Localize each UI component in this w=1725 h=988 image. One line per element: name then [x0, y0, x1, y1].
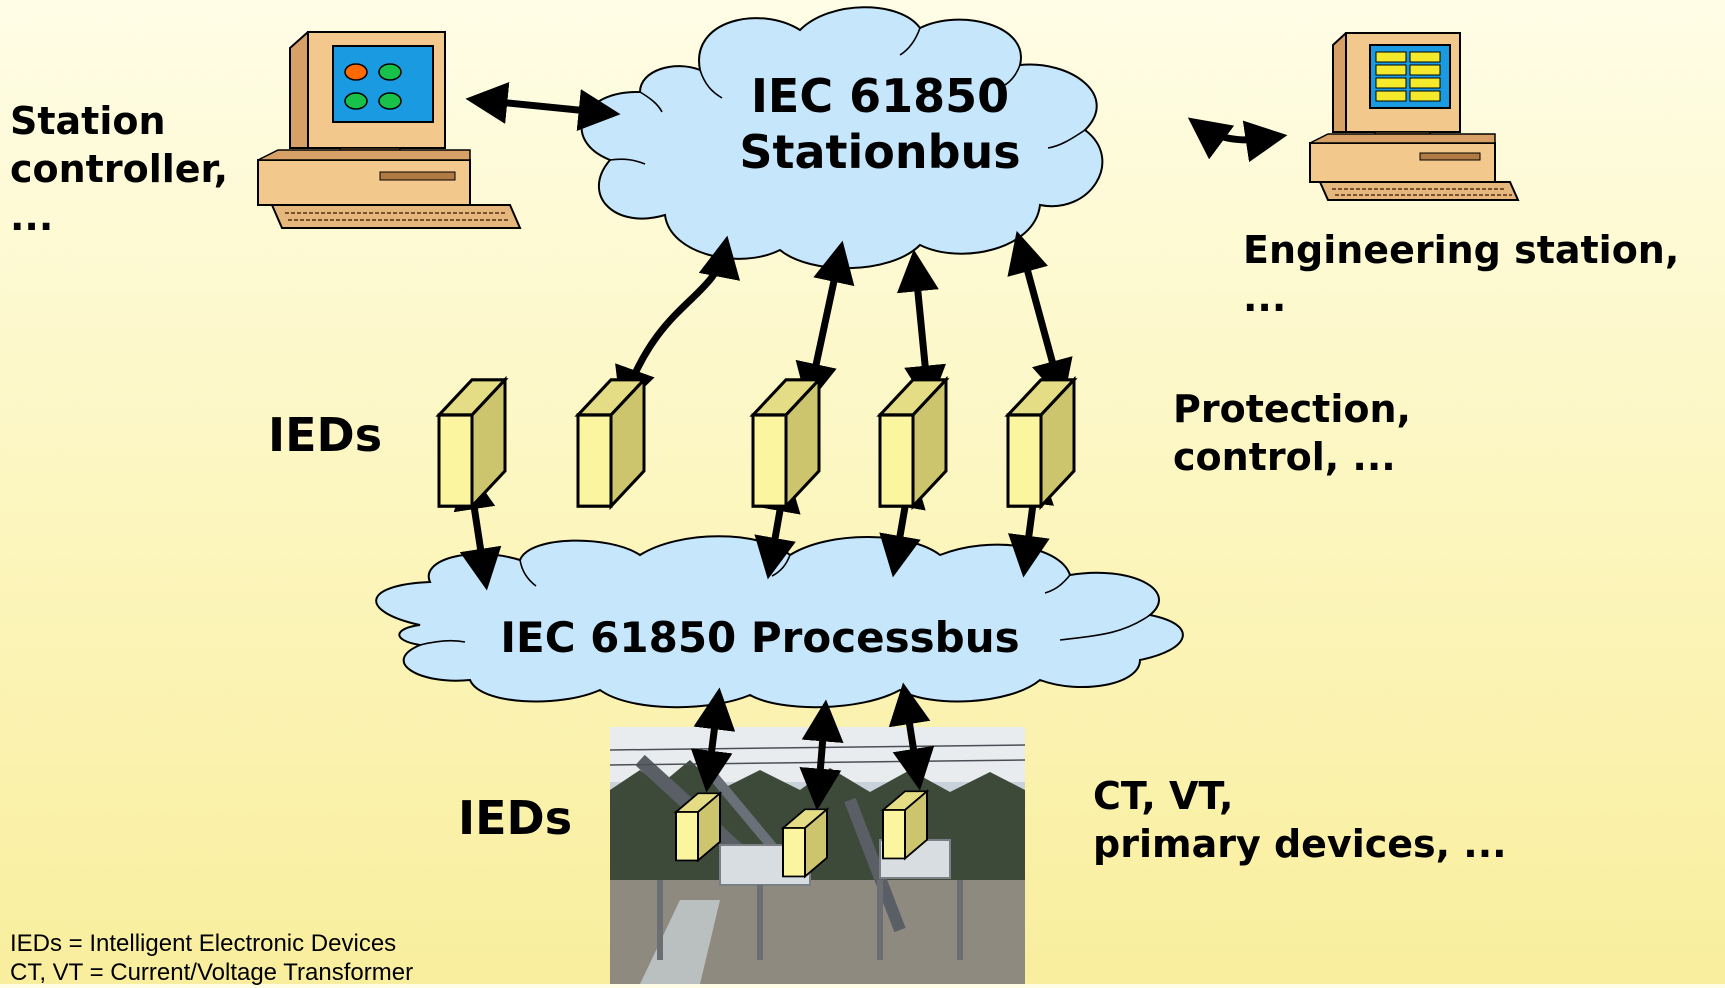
arrow-controller-stationbus: [465, 82, 621, 131]
connection-arrows: [453, 82, 1288, 811]
ied-cube: [1006, 378, 1076, 508]
ied-cube: [878, 378, 948, 508]
ied-cube: [437, 378, 507, 508]
legend-line-ct-vt: CT, VT = Current/Voltage Transformer: [10, 958, 414, 986]
arrow-stationbus-ied4: [896, 249, 947, 408]
arrow-stationbus-ied3: [795, 240, 855, 406]
station-controller-computer: [257, 31, 522, 229]
process-bus-label: IEC 61850 Processbus: [500, 613, 1020, 662]
legend-line-ieds: IEDs = Intelligent Electronic Devices: [10, 930, 397, 957]
ied-cube: [576, 378, 646, 508]
arrow-processbus-field-ied3: [888, 682, 935, 791]
protection-control-label: Protection, control, ...: [1173, 387, 1411, 479]
arrow-engineering-stationbus: [1187, 117, 1288, 163]
ct-vt-label: CT, VT, primary devices, ...: [1093, 774, 1507, 866]
station-controller-label: Station controller, ...: [10, 99, 229, 239]
arrow-stationbus-ied2: [615, 235, 741, 410]
legend: IEDs = Intelligent Electronic Devices CT…: [10, 930, 413, 988]
arrow-processbus-field-ied2: [799, 699, 844, 811]
station-bus-label: IEC 61850 Stationbus: [739, 69, 1021, 180]
ieds-lower-label: IEDs: [458, 791, 573, 845]
engineering-station-label: Engineering station, ...: [1243, 228, 1680, 320]
engineering-station-computer: [1309, 32, 1520, 201]
ied-cube: [751, 378, 821, 508]
arrow-stationbus-ied5: [1007, 230, 1073, 403]
arrow-processbus-field-ied1: [690, 687, 736, 793]
ieds-upper-label: IEDs: [268, 408, 383, 462]
